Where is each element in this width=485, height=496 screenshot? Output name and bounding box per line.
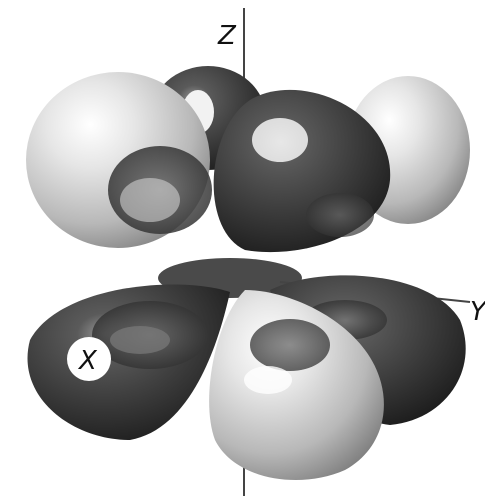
y-axis-label: Y: [470, 297, 485, 327]
x-axis-label: X: [77, 346, 98, 376]
upper-front-highlight: [252, 118, 308, 162]
z-axis-label: Z: [217, 21, 237, 51]
upper-front-inner-lobe: [306, 193, 374, 237]
upper-left-inner-lobe-small: [120, 178, 180, 222]
lower-front-inner-lobe: [250, 319, 330, 371]
lower-left-inner-lobe-small: [110, 326, 170, 354]
lower-front-highlight: [244, 366, 292, 394]
